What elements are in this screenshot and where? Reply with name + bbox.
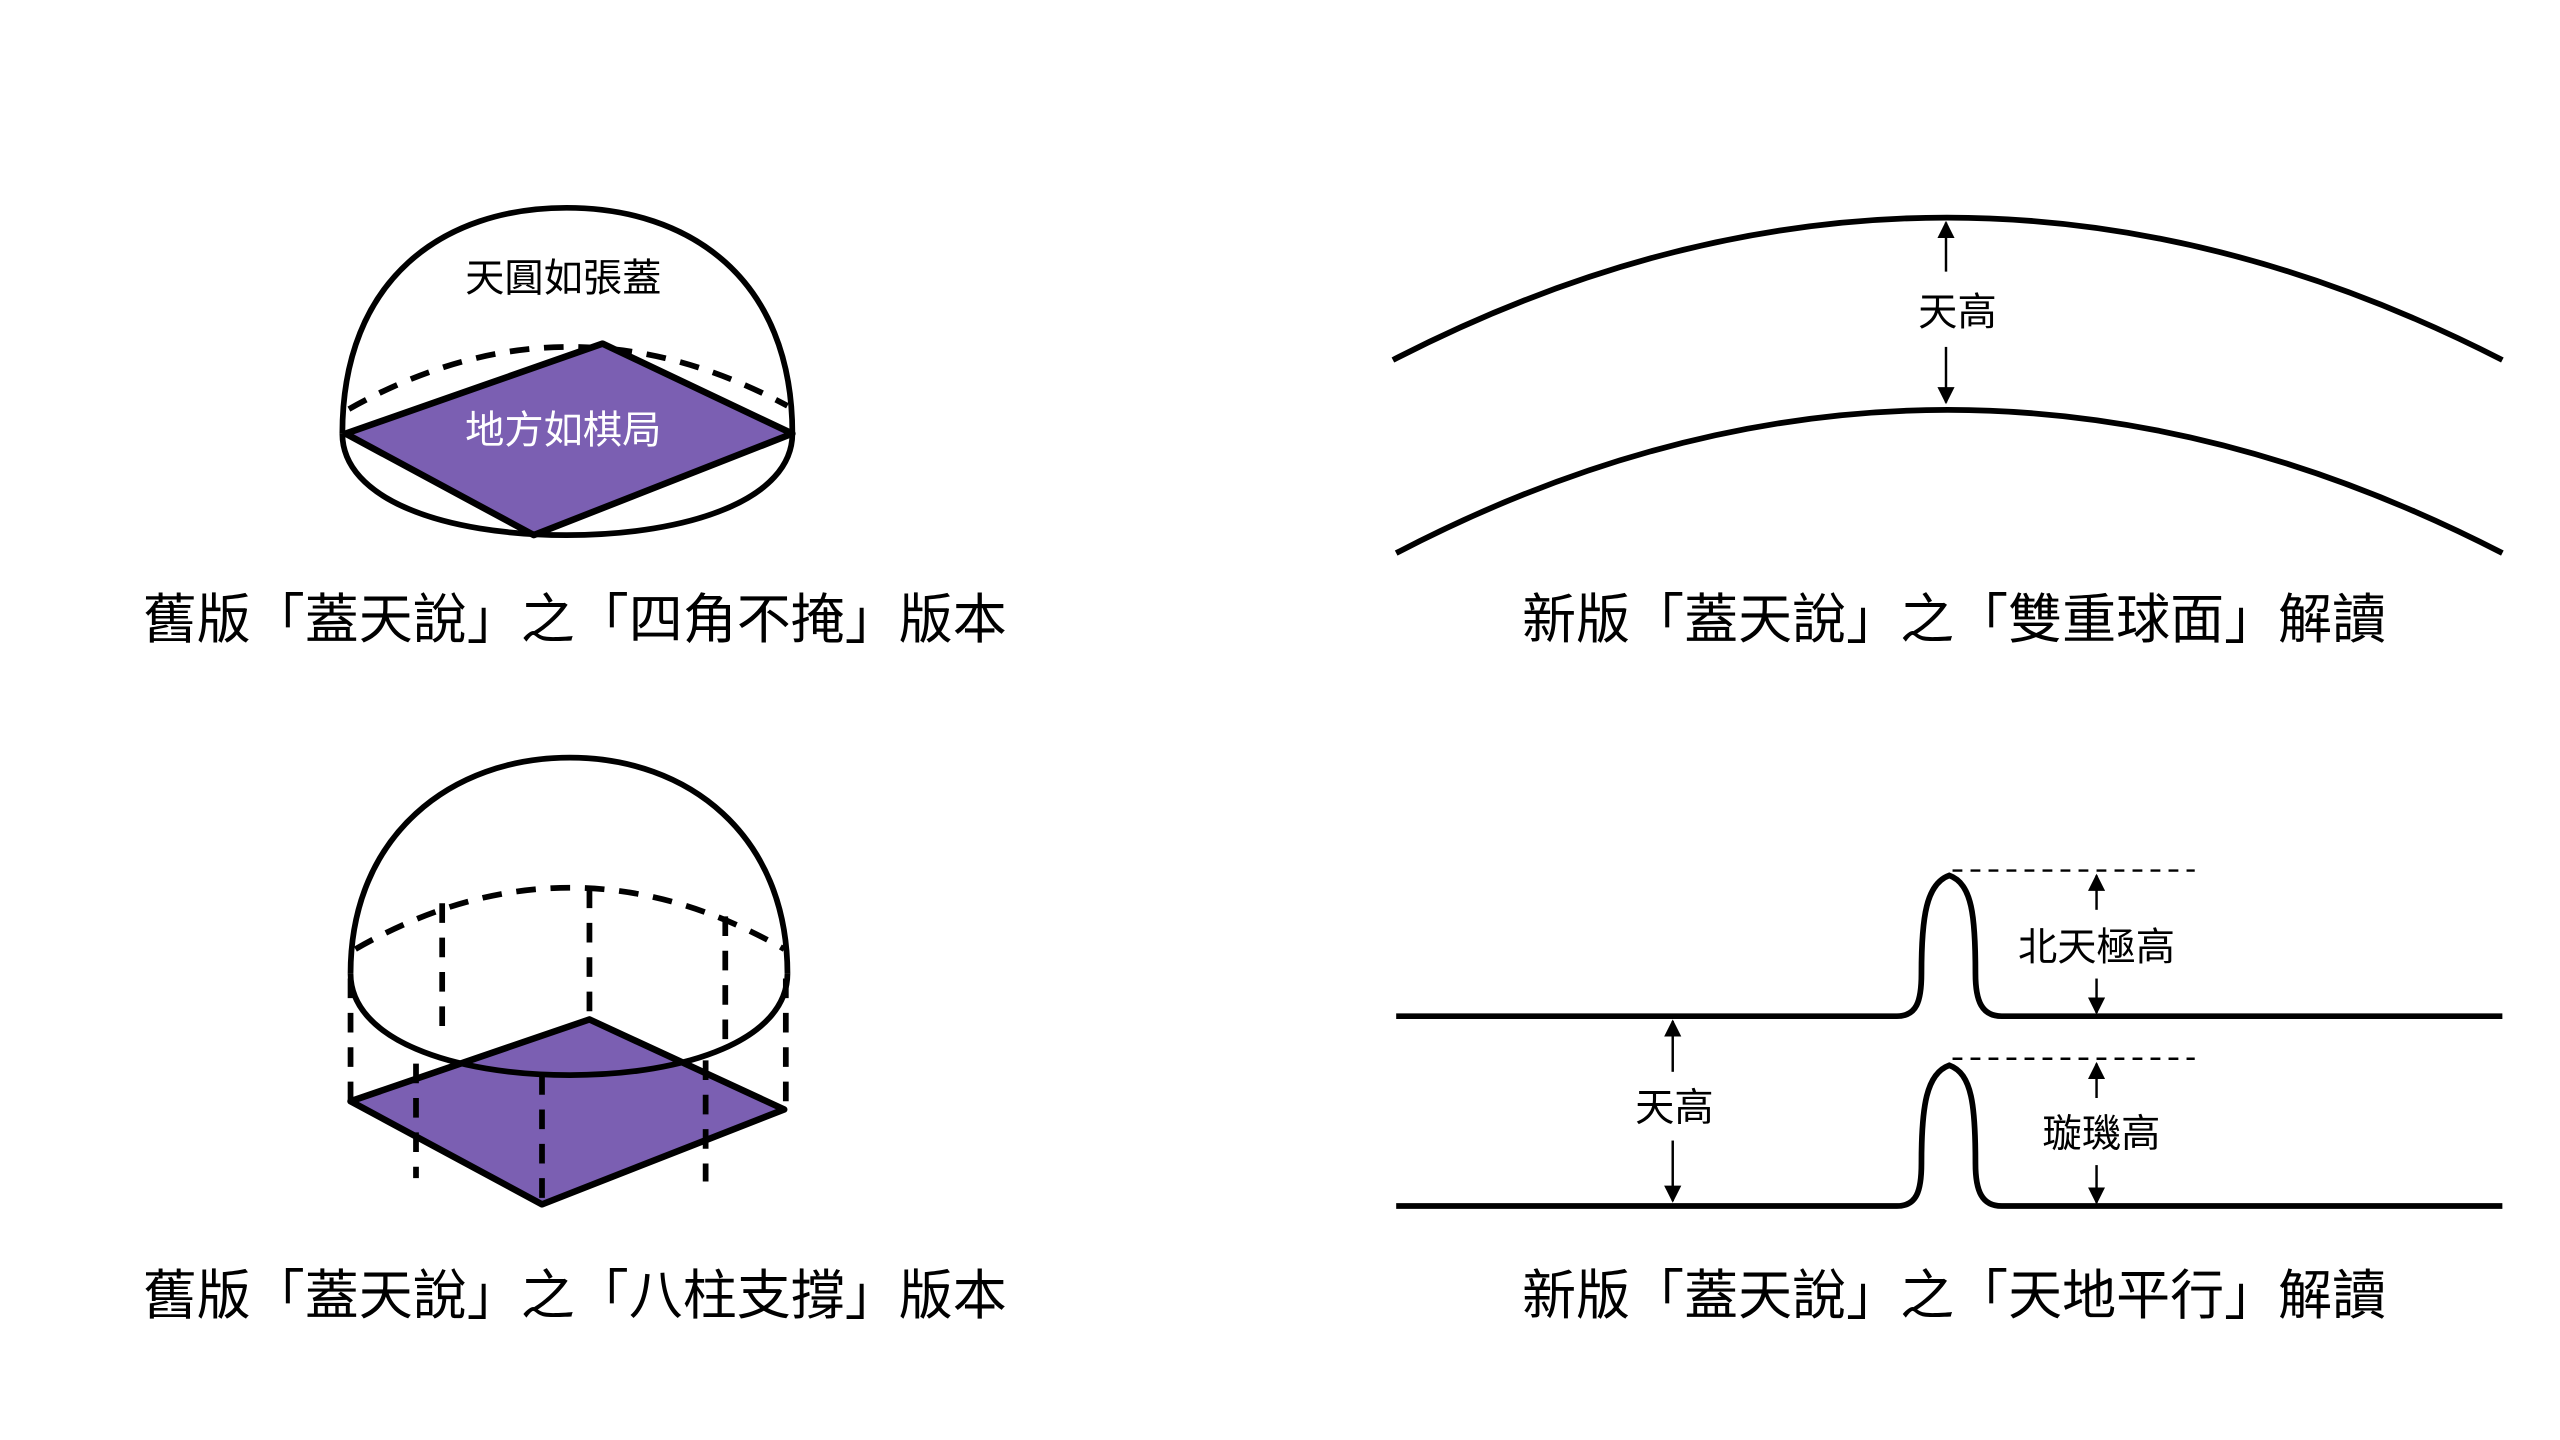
height-label: 天高	[1635, 1086, 1714, 1131]
earth-plane	[1396, 1062, 2503, 1209]
back-rim-dashed	[347, 344, 789, 412]
panel-eight-pillars: 舊版「蓋天說」之「八柱支撐」版本	[143, 754, 1007, 1327]
caption: 舊版「蓋天說」之「四角不掩」版本	[143, 588, 1007, 651]
pole-height-label: 北天極高	[2018, 926, 2175, 971]
caption: 新版「蓋天說」之「天地平行」解讀	[1522, 1264, 2386, 1327]
front-rim	[339, 433, 796, 538]
back-rim-dashed	[354, 884, 786, 952]
panel-parallel: 北天極高 璇璣高 天高 新版「蓋天說」之「天地平行」解讀	[1396, 869, 2503, 1327]
xuanji-height-label: 璇璣高	[2043, 1112, 2161, 1157]
earth-sphere	[1394, 407, 2504, 556]
caption: 新版「蓋天說」之「雙重球面」解讀	[1522, 588, 2386, 651]
height-label: 天高	[1918, 291, 1997, 336]
sky-plane	[1396, 872, 2503, 1020]
panel-double-sphere: 天高 新版「蓋天說」之「雙重球面」解讀	[1391, 214, 2504, 651]
sky-sphere	[1391, 214, 2504, 363]
sky-label: 天圓如張蓋	[465, 256, 661, 301]
panel-four-corners: 天圓如張蓋 地方如棋局 舊版「蓋天說」之「四角不掩」版本	[143, 204, 1007, 651]
front-rim	[347, 973, 791, 1078]
caption: 舊版「蓋天說」之「八柱支撐」版本	[143, 1264, 1007, 1327]
sky-dome	[339, 204, 796, 434]
sky-dome	[347, 754, 791, 974]
earth-label: 地方如棋局	[465, 408, 661, 453]
